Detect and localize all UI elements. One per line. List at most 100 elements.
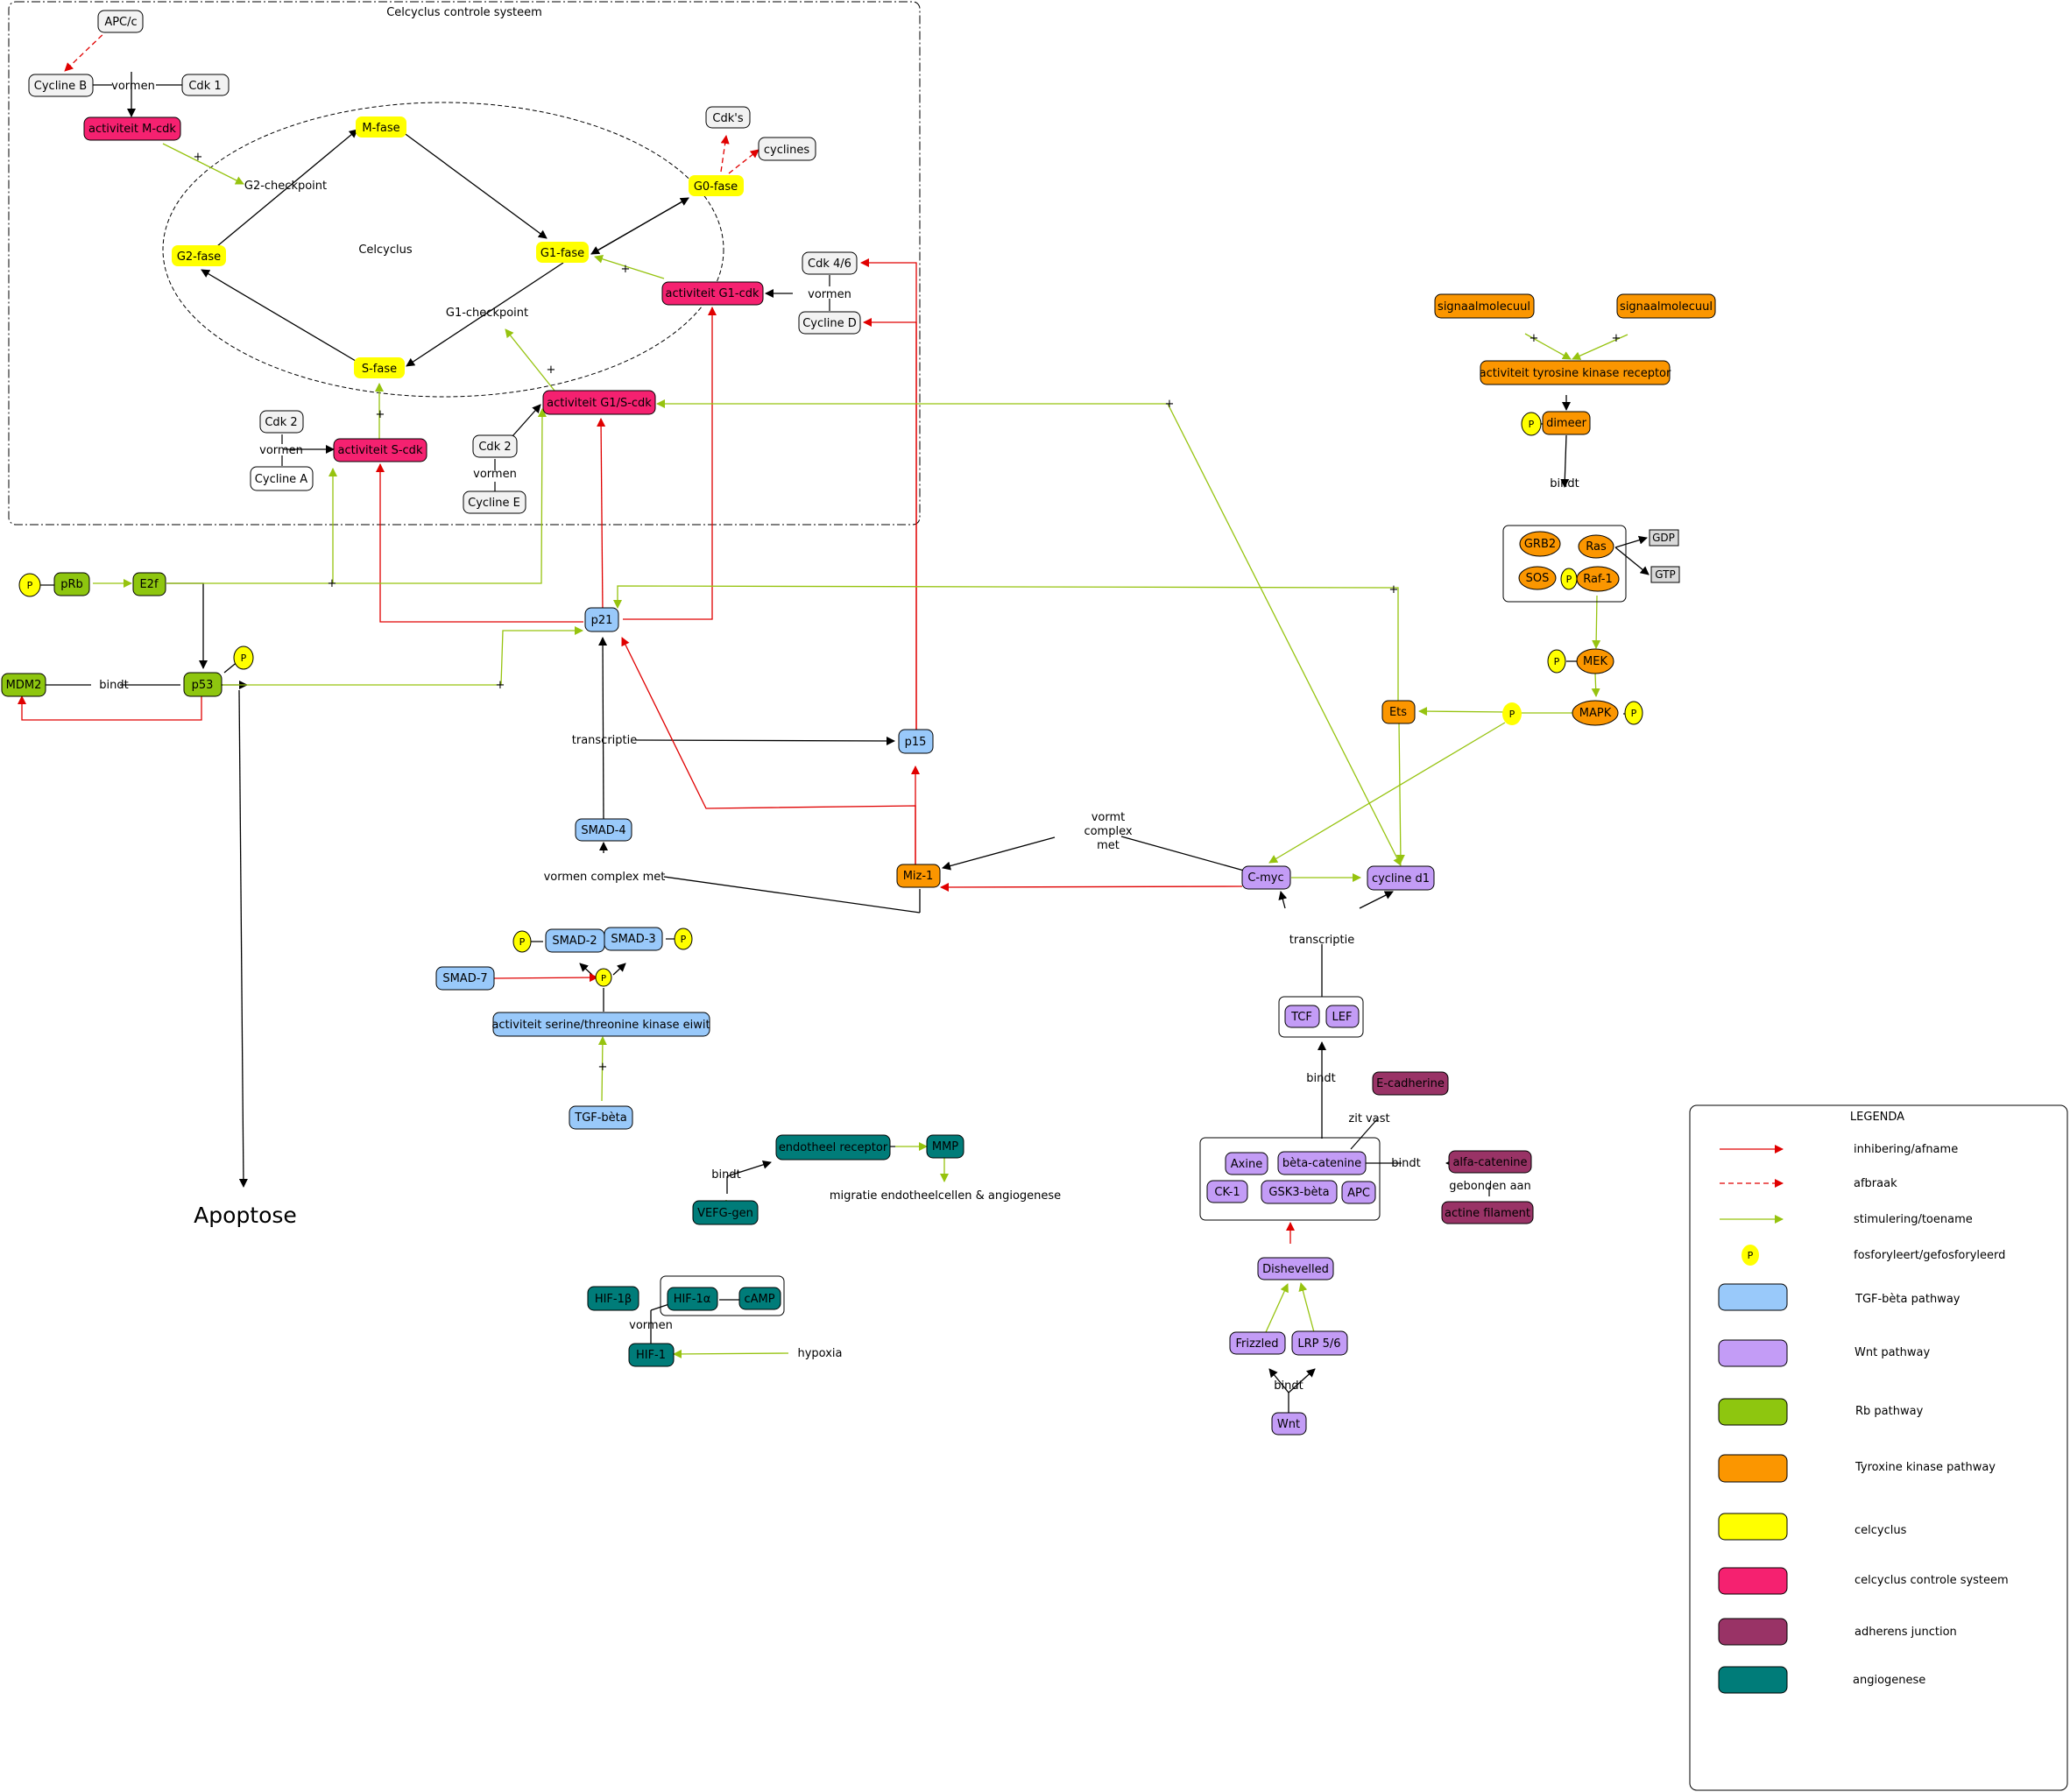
node-g2-fase[interactable]: G2-fase <box>172 245 226 266</box>
node-hif1-beta[interactable]: HIF-1β <box>587 1286 639 1311</box>
node-gsk3-beta[interactable]: GSK3-bèta <box>1261 1180 1338 1204</box>
node-smad7[interactable]: SMAD-7 <box>435 966 495 991</box>
svg-text:Ras: Ras <box>1586 540 1607 554</box>
node-grb2[interactable]: GRB2 <box>1519 531 1561 557</box>
svg-text:TCF: TCF <box>1290 1011 1312 1024</box>
plus-7: + <box>1165 398 1175 411</box>
svg-text:bèta-catenine: bèta-catenine <box>1282 1157 1361 1170</box>
node-p-central-mapk[interactable]: P <box>1502 702 1522 725</box>
node-p53[interactable]: p53 <box>183 672 223 697</box>
node-e2f[interactable]: E2f <box>132 572 166 596</box>
label-gebonden-aan: gebonden aan <box>1449 1180 1531 1193</box>
node-smad2[interactable]: SMAD-2 <box>545 928 605 953</box>
node-endotheel-receptor[interactable]: endotheel receptor <box>775 1134 891 1161</box>
node-actine-filament[interactable]: actine filament <box>1441 1201 1534 1224</box>
node-mek[interactable]: MEK <box>1576 648 1614 674</box>
node-cdk1[interactable]: Cdk 1 <box>181 74 230 96</box>
node-cdks[interactable]: Cdk's <box>705 106 751 129</box>
node-vefg-gen[interactable]: VEFG-gen <box>692 1200 759 1225</box>
node-tyrosine-receptor[interactable]: activiteit tyrosine kinase receptor <box>1480 360 1671 385</box>
node-p-smad3[interactable]: P <box>674 928 693 950</box>
node-gdp[interactable]: GDP <box>1649 529 1679 547</box>
node-dimeer[interactable]: dimeer <box>1542 411 1591 435</box>
legend-swatch-tyrosine <box>1718 1454 1788 1483</box>
svg-text:Cycline A: Cycline A <box>255 473 308 486</box>
node-frizzled[interactable]: Frizzled <box>1229 1331 1286 1355</box>
edges-red <box>18 28 1295 1244</box>
node-s-cdk[interactable]: activiteit S-cdk <box>333 438 427 462</box>
plus-10: + <box>1612 332 1621 345</box>
svg-text:Wnt: Wnt <box>1277 1418 1300 1431</box>
node-p15[interactable]: p15 <box>898 729 934 754</box>
node-p-mapk[interactable]: P <box>1624 701 1643 725</box>
node-cdk2-b[interactable]: Cdk 2 <box>472 434 518 458</box>
node-signaalmolecuul-1[interactable]: signaalmolecuul <box>1434 293 1535 319</box>
node-mmp[interactable]: MMP <box>926 1134 964 1159</box>
svg-text:cyclines: cyclines <box>764 144 809 157</box>
node-cycline-d[interactable]: Cycline D <box>798 311 861 335</box>
node-hif1-alpha[interactable]: HIF-1α <box>667 1287 718 1311</box>
node-raf1[interactable]: Raf-1 <box>1576 566 1620 592</box>
node-dishevelled[interactable]: Dishevelled <box>1257 1257 1334 1281</box>
node-gtp[interactable]: GTP <box>1650 566 1680 583</box>
plus-markers: + + + + + + + + + + + <box>194 151 1621 1074</box>
node-s-fase[interactable]: S-fase <box>354 357 405 378</box>
node-sos[interactable]: SOS <box>1518 566 1557 590</box>
node-alfa-catenine[interactable]: alfa-catenine <box>1448 1150 1532 1174</box>
svg-text:Raf-1: Raf-1 <box>1583 573 1613 586</box>
node-p21[interactable]: p21 <box>584 607 619 632</box>
node-cycline-e[interactable]: Cycline E <box>463 490 526 514</box>
node-g1-fase[interactable]: G1-fase <box>536 242 589 263</box>
node-p-dimeer[interactable]: P <box>1521 412 1542 436</box>
node-ck1[interactable]: CK-1 <box>1206 1180 1248 1203</box>
legend-label-stim: stimulering/toename <box>1854 1213 1973 1226</box>
node-ets[interactable]: Ets <box>1381 700 1416 724</box>
node-cycline-a[interactable]: Cycline A <box>250 466 314 491</box>
node-p-mek[interactable]: P <box>1547 649 1566 674</box>
node-cyclines[interactable]: cyclines <box>758 137 816 161</box>
node-e-cadherine[interactable]: E-cadherine <box>1372 1071 1449 1096</box>
plus-6: + <box>496 679 505 692</box>
node-cmyc[interactable]: C-myc <box>1241 865 1291 890</box>
node-lef[interactable]: LEF <box>1325 1005 1360 1028</box>
node-camp[interactable]: cAMP <box>738 1287 781 1310</box>
node-tcf[interactable]: TCF <box>1284 1005 1320 1028</box>
node-apc[interactable]: APC <box>1341 1181 1376 1204</box>
node-p-prb[interactable]: P <box>18 573 41 597</box>
node-g1s-cdk[interactable]: activiteit G1/S-cdk <box>542 390 656 415</box>
label-bindt-wnt: bindt <box>1306 1072 1335 1085</box>
svg-text:P: P <box>1554 656 1560 667</box>
node-serthr-kinase[interactable]: activiteit serine/threonine kinase eiwit <box>491 1012 710 1037</box>
node-m-fase[interactable]: M-fase <box>356 116 406 138</box>
node-beta-catenine[interactable]: bèta-catenine <box>1277 1151 1367 1175</box>
node-m-cdk[interactable]: activiteit M-cdk <box>83 116 181 141</box>
node-smad4[interactable]: SMAD-4 <box>575 818 632 842</box>
node-p-p53[interactable]: P <box>233 646 254 670</box>
node-miz1[interactable]: Miz-1 <box>896 864 941 888</box>
node-tgf-beta[interactable]: TGF-bèta <box>569 1105 633 1130</box>
svg-text:p53: p53 <box>192 679 214 692</box>
node-cdk2-a[interactable]: Cdk 2 <box>259 410 304 434</box>
svg-text:GTP: GTP <box>1655 568 1675 581</box>
node-mapk[interactable]: MAPK <box>1572 700 1619 726</box>
node-g0-fase[interactable]: G0-fase <box>689 175 744 196</box>
node-hif1[interactable]: HIF-1 <box>628 1343 675 1367</box>
node-p-central[interactable]: P <box>595 968 612 987</box>
node-axine[interactable]: Axine <box>1225 1152 1268 1175</box>
node-lrp56[interactable]: LRP 5/6 <box>1291 1330 1348 1356</box>
node-mdm2[interactable]: MDM2 <box>1 673 46 697</box>
node-cycline-b[interactable]: Cycline B <box>28 74 94 97</box>
node-p-smad2[interactable]: P <box>512 930 532 953</box>
node-prb[interactable]: pRb <box>53 572 90 596</box>
node-apcc[interactable]: APC/c <box>97 10 144 33</box>
node-smad3[interactable]: SMAD-3 <box>604 927 663 951</box>
node-g1-cdk[interactable]: activiteit G1-cdk <box>661 281 764 306</box>
node-cycline-d1[interactable]: cycline d1 <box>1367 865 1435 891</box>
svg-text:activiteit serine/threonine ki: activiteit serine/threonine kinase eiwit <box>491 1019 710 1032</box>
node-p-raf[interactable]: P <box>1560 568 1578 590</box>
node-signaalmolecuul-2[interactable]: signaalmolecuul <box>1616 293 1716 319</box>
node-cdk46[interactable]: Cdk 4/6 <box>802 251 858 275</box>
label-bindt-frizzled: bindt <box>1274 1379 1303 1393</box>
node-ras[interactable]: Ras <box>1578 534 1614 559</box>
node-wnt[interactable]: Wnt <box>1271 1412 1307 1436</box>
